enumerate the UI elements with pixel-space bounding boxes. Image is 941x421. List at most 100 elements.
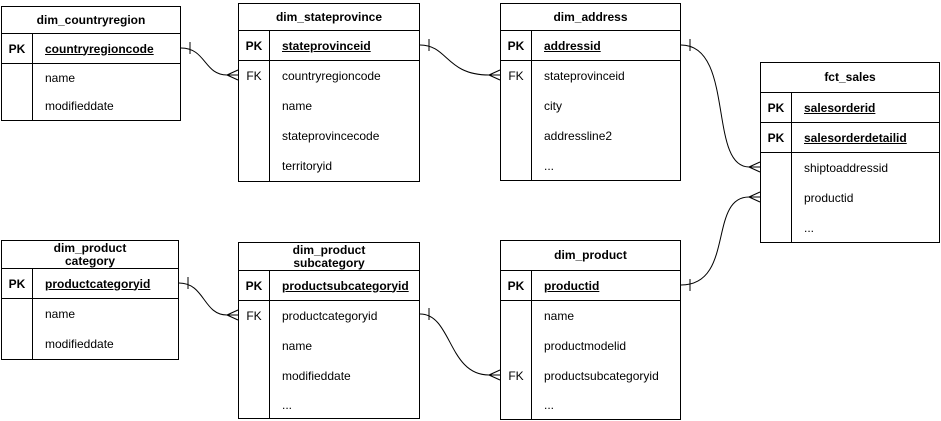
relation-stateprovince-address [419, 39, 501, 81]
table-row: territoryid [239, 151, 419, 181]
table-row: PK productid [501, 271, 680, 301]
key-badge [239, 121, 270, 151]
column-name: ... [544, 398, 555, 412]
table-row: ... [501, 151, 680, 180]
table-row: PK addressid [501, 31, 680, 61]
key-badge: FK [239, 61, 270, 91]
key-badge: PK [501, 31, 532, 60]
column-name: salesorderdetailid [804, 130, 907, 145]
table-dim-stateprovince: dim_stateprovince PK stateprovinceid FK … [238, 3, 420, 182]
key-badge [239, 331, 270, 361]
key-badge [239, 361, 270, 391]
column-name: modifieddate [45, 99, 114, 113]
table-row: stateprovincecode [239, 121, 419, 151]
table-row: name [239, 331, 419, 361]
table-fct-sales: fct_sales PK salesorderid PK salesorderd… [760, 62, 940, 243]
table-title: dim_product subcategory [239, 243, 419, 271]
relation-product-fctsales [680, 191, 761, 291]
column-name: name [282, 99, 313, 113]
table-dim-product-subcategory: dim_product subcategory PK productsubcat… [238, 242, 420, 419]
table-row: PK countryregioncode [2, 34, 180, 64]
table-row: PK productsubcategoryid [239, 271, 419, 301]
key-badge: PK [2, 34, 33, 63]
key-badge [2, 299, 33, 329]
column-name: territoryid [282, 159, 333, 173]
column-name: productid [804, 191, 854, 205]
table-dim-address: dim_address PK addressid FK stateprovinc… [500, 3, 681, 181]
column-name: ... [544, 158, 555, 173]
key-badge: PK [2, 269, 33, 298]
key-badge [501, 91, 532, 121]
table-row: ... [761, 213, 939, 242]
table-row: name [2, 64, 180, 92]
column-name: ... [804, 220, 815, 235]
key-badge [761, 213, 792, 242]
column-name: modifieddate [282, 369, 351, 383]
relation-productsubcategory-product [419, 308, 501, 381]
column-name: productcategoryid [45, 276, 151, 291]
table-title: dim_product [501, 241, 680, 271]
relation-productcategory-productsubcategory [178, 277, 239, 321]
key-badge [501, 331, 532, 361]
table-row: shiptoaddressid [761, 153, 939, 183]
column-name: countryregioncode [45, 41, 154, 56]
table-dim-product-category: dim_product category PK productcategoryi… [1, 240, 179, 360]
column-name: name [45, 71, 76, 85]
table-row: ... [501, 391, 680, 419]
relation-address-fctsales [680, 39, 761, 173]
table-row: modifieddate [2, 92, 180, 120]
key-badge: PK [239, 31, 270, 60]
column-name: stateprovinceid [282, 38, 371, 53]
column-name: salesorderid [804, 100, 876, 115]
key-badge: PK [501, 271, 532, 300]
column-name: stateprovinceid [544, 69, 625, 83]
key-badge [501, 121, 532, 151]
table-row: PK stateprovinceid [239, 31, 419, 61]
table-dim-product: dim_product PK productid name productmod… [500, 240, 681, 420]
table-row: productmodelid [501, 331, 680, 361]
column-name: shiptoaddressid [804, 161, 889, 175]
key-badge: FK [501, 361, 532, 391]
column-name: modifieddate [45, 337, 114, 351]
table-row: ... [239, 391, 419, 418]
column-name: productsubcategoryid [544, 369, 659, 383]
column-name: name [45, 307, 76, 321]
column-name: productmodelid [544, 339, 627, 353]
table-row: FK productcategoryid [239, 301, 419, 331]
column-name: addressline2 [544, 129, 613, 143]
table-row: productid [761, 183, 939, 213]
key-badge [239, 391, 270, 418]
key-badge [239, 91, 270, 121]
column-name: city [544, 99, 562, 113]
key-badge [2, 92, 33, 120]
column-name: name [282, 339, 313, 353]
key-badge [2, 329, 33, 359]
table-title: fct_sales [761, 63, 939, 93]
table-title: dim_countryregion [2, 7, 180, 34]
table-row: name [2, 299, 178, 329]
table-row: name [501, 301, 680, 331]
table-row: FK countryregioncode [239, 61, 419, 91]
table-row: city [501, 91, 680, 121]
table-dim-countryregion: dim_countryregion PK countryregioncode n… [1, 6, 181, 121]
key-badge: PK [761, 93, 792, 122]
column-name: ... [282, 397, 293, 412]
table-row: addressline2 [501, 121, 680, 151]
table-row: modifieddate [2, 329, 178, 359]
table-row: PK salesorderdetailid [761, 123, 939, 153]
table-row: PK salesorderid [761, 93, 939, 123]
key-badge [501, 391, 532, 419]
table-row: FK productsubcategoryid [501, 361, 680, 391]
key-badge [239, 151, 270, 181]
table-row: FK stateprovinceid [501, 61, 680, 91]
key-badge [501, 151, 532, 180]
table-title: dim_product category [2, 241, 178, 269]
column-name: productcategoryid [282, 309, 378, 323]
key-badge [2, 64, 33, 92]
key-badge: FK [239, 301, 270, 331]
relation-countryregion-stateprovince [180, 42, 239, 81]
column-name: stateprovincecode [282, 129, 380, 143]
table-title: dim_stateprovince [239, 4, 419, 31]
table-row: modifieddate [239, 361, 419, 391]
